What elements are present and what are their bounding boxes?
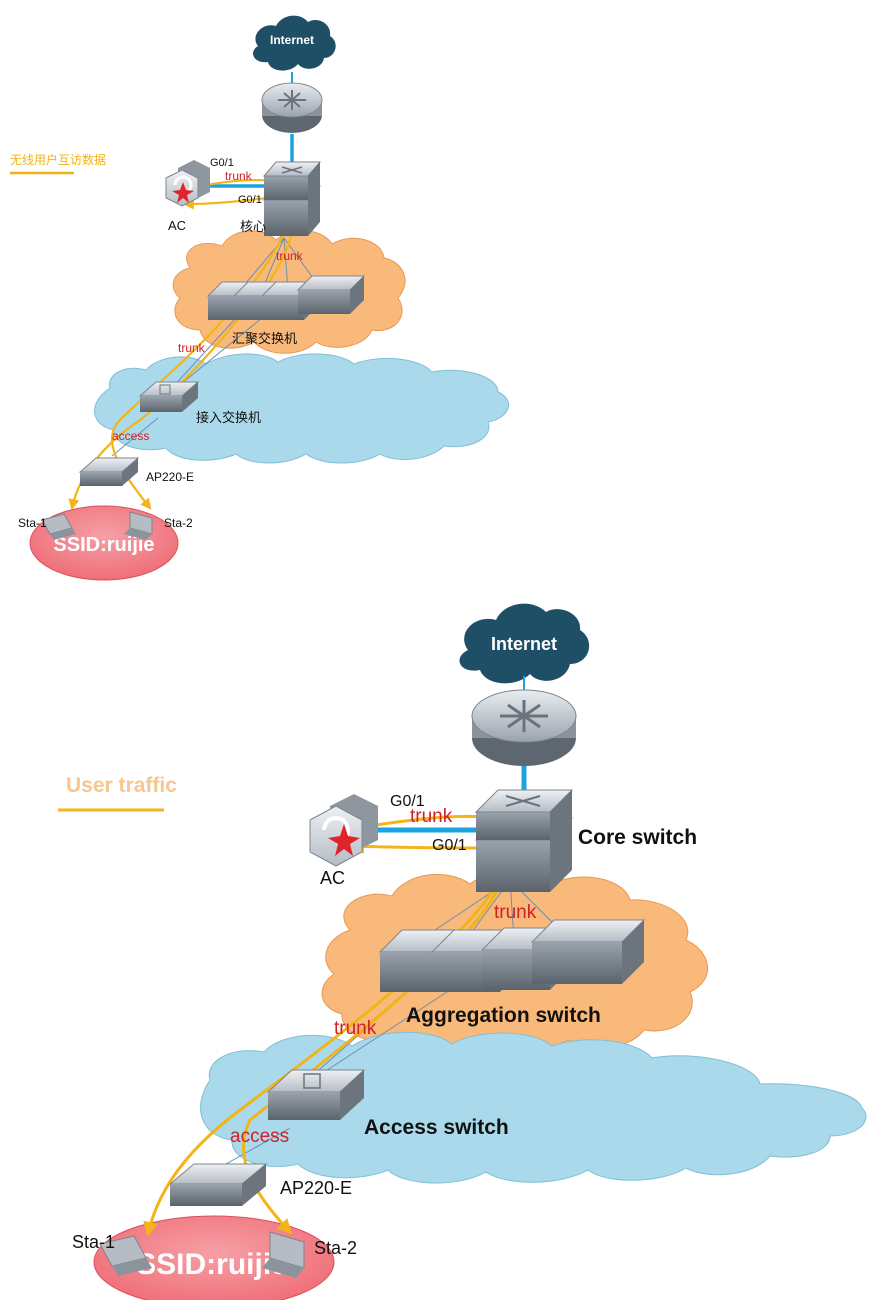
station-1 [99, 1235, 152, 1276]
station-2 [124, 511, 153, 540]
diagram-cn: 无线用户互访数据 Internet SSID:ruijie [10, 15, 510, 581]
station-1 [41, 513, 76, 540]
sta2-label: Sta-2 [164, 516, 193, 530]
trunk-access-label: trunk [178, 341, 206, 355]
trunk-core-label: trunk [276, 249, 304, 263]
access-port-label: access [230, 1126, 289, 1147]
aggregation-switches [378, 919, 646, 992]
ac-controller [165, 160, 210, 207]
links-core-aggregation [239, 237, 317, 291]
station-2 [262, 1231, 305, 1278]
links-core-aggregation [419, 879, 567, 941]
access-switch [266, 1069, 366, 1120]
trunk-access-label: trunk [334, 1018, 377, 1039]
ap-label: AP220-E [146, 470, 194, 484]
sta1-label: Sta-1 [72, 1232, 115, 1252]
internet-cloud [253, 15, 336, 71]
ac-label: AC [320, 868, 345, 888]
router [261, 82, 323, 133]
core-label: 核心 [240, 219, 266, 234]
g0-1-bottom-label: G0/1 [432, 837, 467, 854]
sta1-label: Sta-1 [18, 516, 47, 530]
internet-label: Internet [491, 634, 557, 654]
ac-controller [309, 794, 378, 867]
ap-label: AP220-E [280, 1178, 352, 1198]
g0-1-top-label: G0/1 [390, 793, 425, 810]
aggregation-switches [206, 275, 366, 320]
access-port-label: access [112, 429, 149, 443]
aggregation-label: Aggregation switch [406, 1004, 601, 1027]
ssid-label: SSID:ruijie [136, 1248, 288, 1281]
trunk-core-label: trunk [494, 902, 537, 923]
access-switch [138, 381, 200, 412]
access-point [78, 457, 140, 486]
legend-label: User traffic [66, 774, 177, 797]
aggregation-label: 汇聚交换机 [232, 331, 297, 346]
diagram-en: User traffic Internet SSID:ruijie [58, 603, 867, 1300]
core-label: Core switch [578, 826, 697, 849]
ssid-label: SSID:ruijie [53, 534, 154, 556]
g0-1-bottom-label: G0/1 [238, 194, 262, 206]
router [471, 689, 577, 766]
access-switch-label: Access switch [364, 1116, 509, 1139]
internet-label: Internet [270, 33, 314, 47]
core-switch [474, 789, 574, 892]
sta2-label: Sta-2 [314, 1238, 357, 1258]
g0-1-top-label: G0/1 [210, 157, 234, 169]
access-switch-label: 接入交换机 [196, 410, 261, 425]
internet-cloud [459, 603, 590, 684]
core-switch [262, 161, 322, 236]
access-point [168, 1163, 268, 1206]
trunk-ac-label: trunk [410, 806, 453, 827]
trunk-ac-label: trunk [225, 169, 253, 183]
legend-label: 无线用户互访数据 [10, 152, 106, 167]
ac-label: AC [168, 218, 186, 233]
